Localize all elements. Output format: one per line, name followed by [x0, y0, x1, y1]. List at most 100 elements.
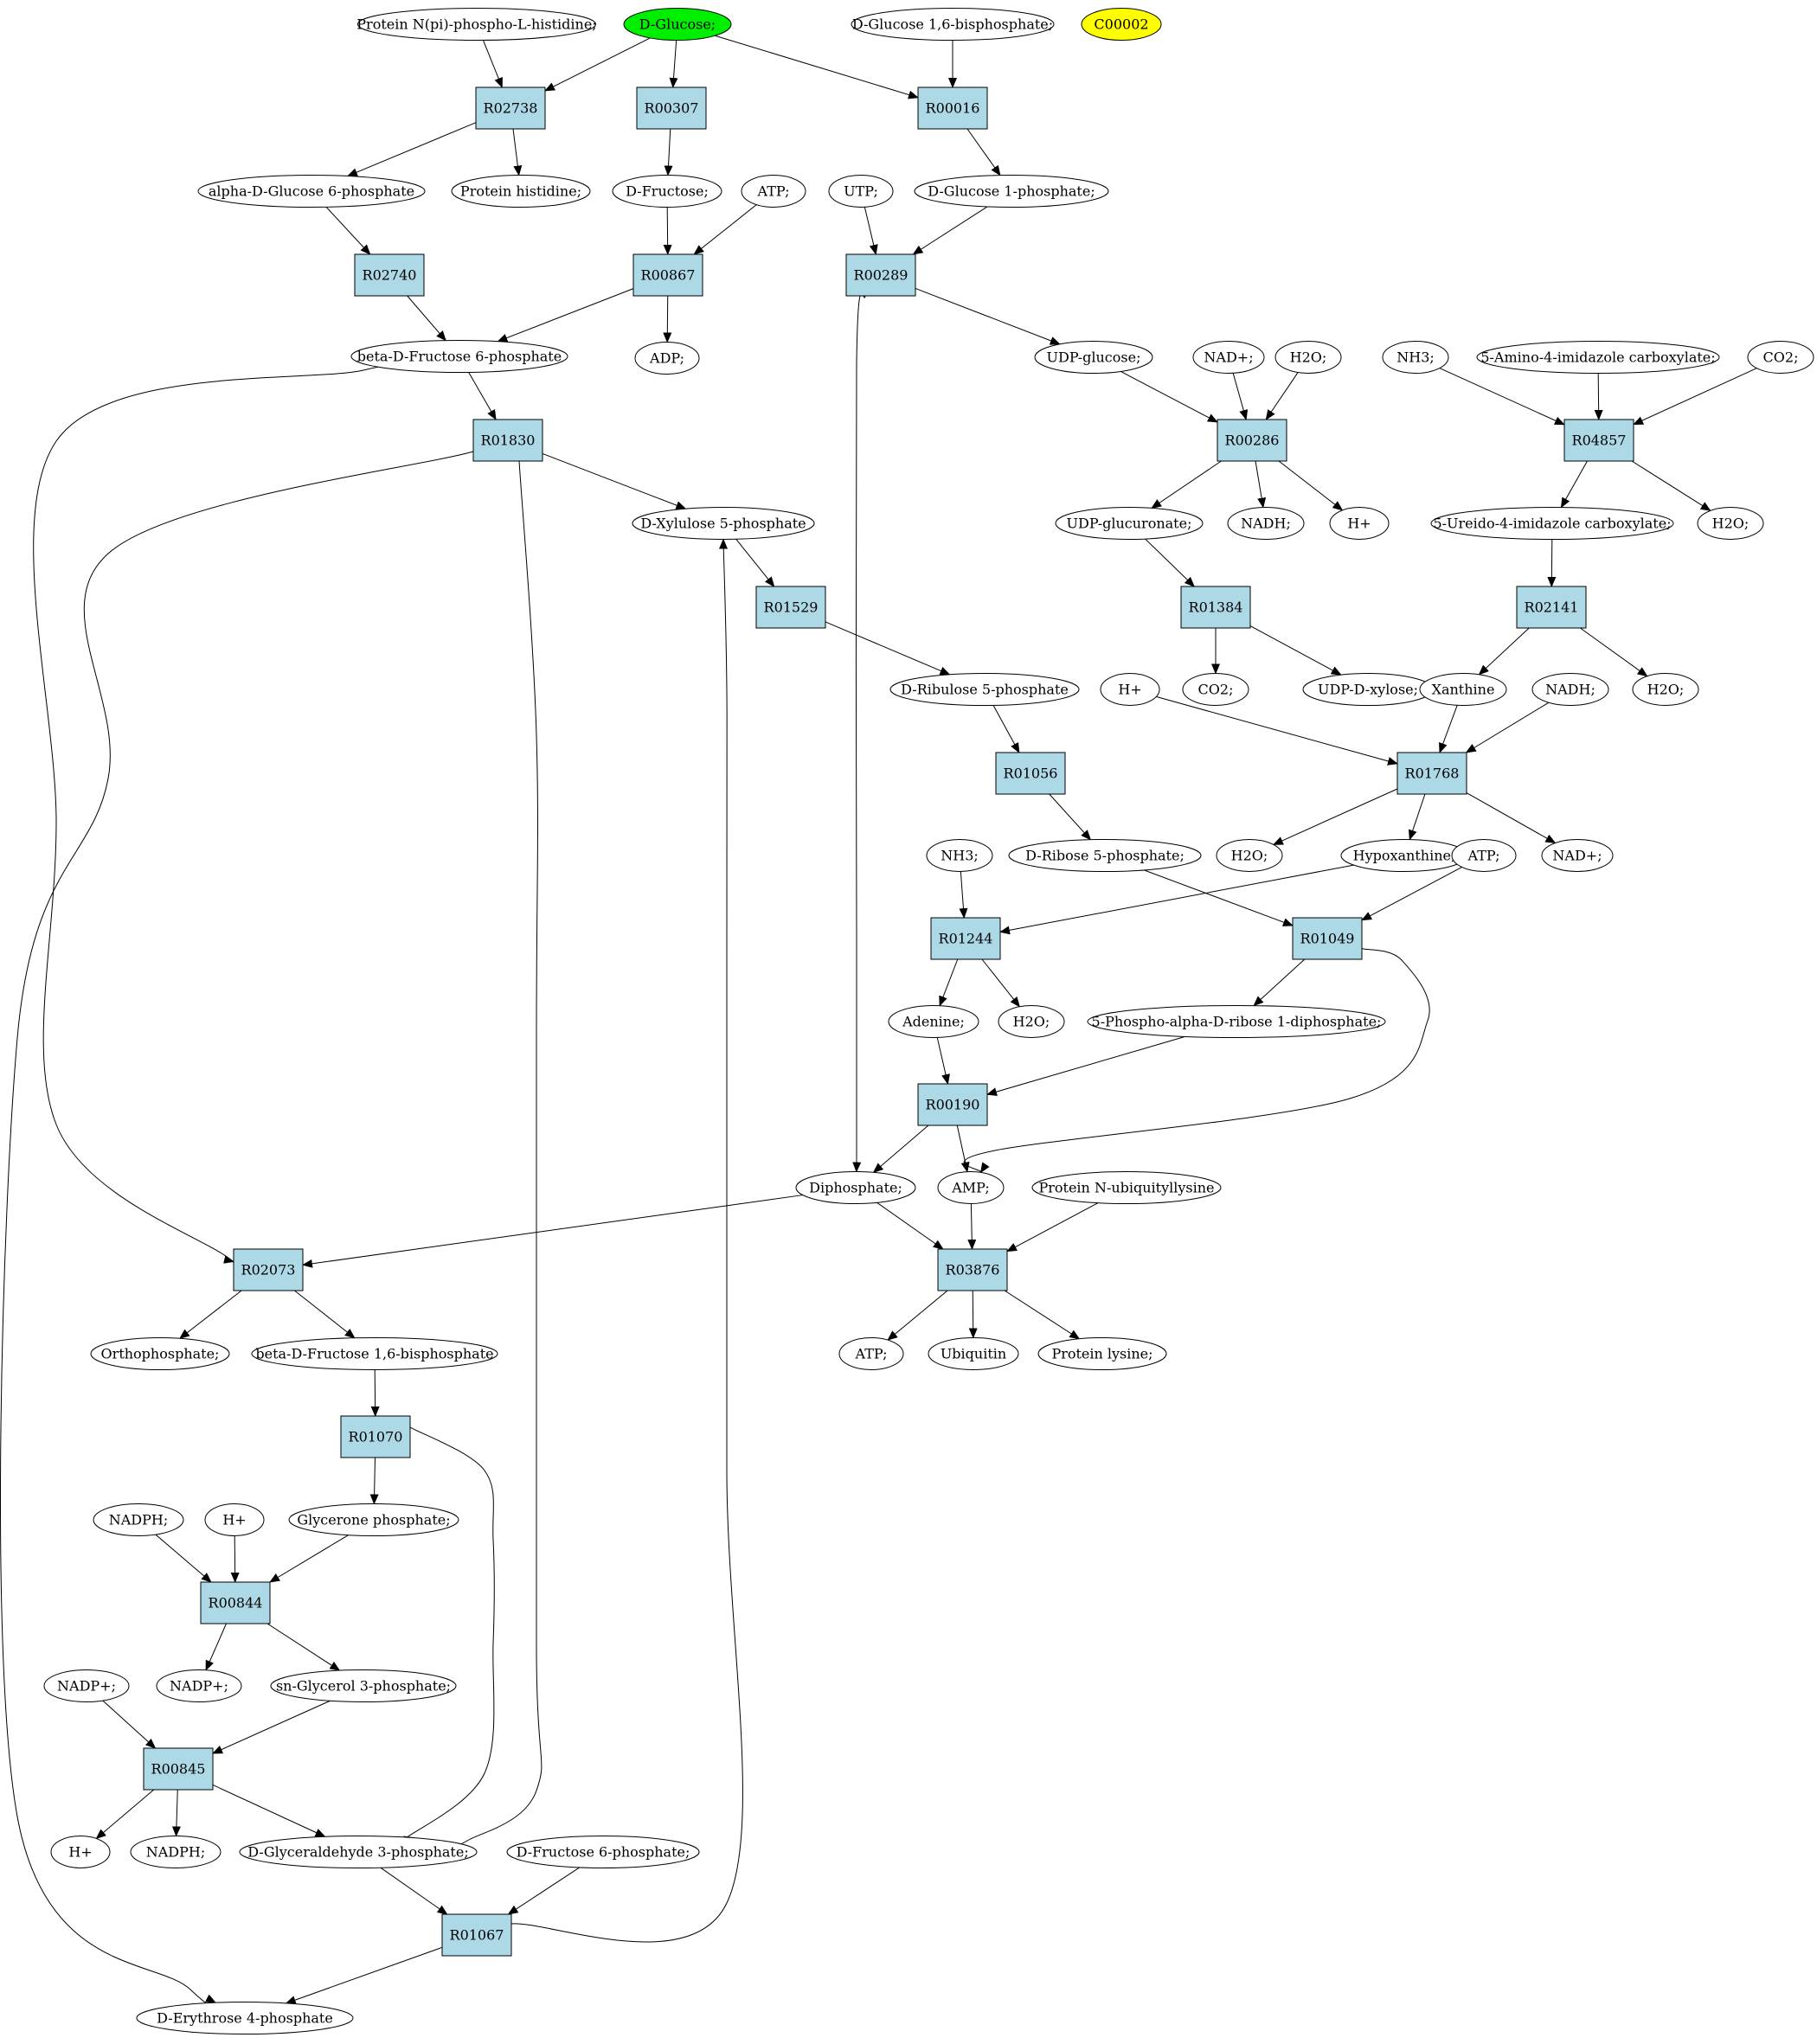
reaction-box — [937, 1248, 1008, 1291]
compound-node-c_dr5p[interactable]: D-Ribulose 5-phosphate — [889, 673, 1080, 706]
reaction-node-r_R02738[interactable]: R02738 — [475, 87, 546, 130]
node-label: R00016 — [926, 100, 980, 117]
compound-node-c_pnph[interactable]: Protein N(pi)-phospho-L-histidine; — [356, 8, 597, 41]
compound-ellipse — [156, 1669, 242, 1702]
reaction-node-r_R04857[interactable]: R04857 — [1563, 419, 1634, 462]
compound-node-c_dg1p[interactable]: D-Glucose 1-phosphate; — [914, 175, 1109, 208]
compound-node-c_co2b[interactable]: CO2; — [1182, 673, 1249, 706]
compound-node-c_prpp[interactable]: 5-Phospho-alpha-D-ribose 1-diphosphate; — [1087, 1005, 1386, 1038]
compound-node-c_h2o1[interactable]: H2O; — [1274, 341, 1342, 374]
compound-node-c_plys[interactable]: Protein lysine; — [1037, 1337, 1167, 1370]
reaction-node-r_R01830[interactable]: R01830 — [472, 419, 543, 462]
compound-node-c_e4p[interactable]: D-Erythrose 4-phosphate — [136, 2002, 354, 2034]
edge-c_dfru-to-r_R00867 — [663, 207, 672, 255]
compound-node-c_pnul[interactable]: Protein N-ubiquityllysine — [1031, 1171, 1222, 1204]
node-label: D-Glucose 1,6-bisphosphate; — [852, 16, 1053, 33]
edge-r_R01049-to-c_amp — [963, 948, 1430, 1174]
reaction-node-r_R00844[interactable]: R00844 — [200, 1581, 271, 1624]
reaction-node-r_R01070[interactable]: R01070 — [340, 1415, 411, 1458]
compound-node-c_udpg[interactable]: UDP-glucose; — [1034, 341, 1153, 374]
reaction-node-r_R01067[interactable]: R01067 — [441, 1913, 512, 1957]
compound-node-c_amp[interactable]: AMP; — [937, 1171, 1005, 1204]
compound-node-c_nadp1[interactable]: NADP+; — [156, 1669, 242, 1702]
compound-node-c_nad1[interactable]: NAD+; — [1192, 341, 1265, 374]
compound-node-c_ubq[interactable]: Ubiquitin — [928, 1337, 1019, 1370]
reaction-box — [143, 1747, 214, 1791]
compound-node-c_pi[interactable]: Orthophosphate; — [90, 1337, 230, 1370]
compound-node-c_atp3[interactable]: ATP; — [838, 1337, 904, 1370]
compound-node-c_atp2[interactable]: ATP; — [1451, 839, 1517, 872]
reaction-node-r_R00307[interactable]: R00307 — [636, 87, 707, 130]
compound-node-c_dg16[interactable]: D-Glucose 1,6-bisphosphate; — [851, 8, 1055, 41]
compound-node-c_ade[interactable]: Adenine; — [888, 1005, 979, 1038]
compound-node-c_fbp[interactable]: beta-D-Fructose 1,6-bisphosphate — [251, 1337, 498, 1370]
compound-node-c_ppi[interactable]: Diphosphate; — [795, 1171, 916, 1204]
compound-node-c_dfru[interactable]: D-Fructose; — [612, 175, 722, 208]
compound-ellipse — [1008, 839, 1202, 872]
reaction-node-r_R02141[interactable]: R02141 — [1516, 586, 1587, 629]
node-label: ATP; — [855, 1346, 888, 1362]
compound-node-c_hp4[interactable]: H+ — [50, 1836, 111, 1868]
compound-node-c_g3p[interactable]: D-Glyceraldehyde 3-phosphate; — [239, 1836, 478, 1868]
compound-node-c_aica[interactable]: 5-Amino-4-imidazole carboxylate; — [1476, 341, 1720, 374]
reaction-box — [845, 253, 916, 297]
compound-node-c_hp3[interactable]: H+ — [204, 1503, 265, 1536]
compound-node-c_nadph2[interactable]: NADPH; — [130, 1836, 222, 1868]
compound-node-c_h2o5[interactable]: H2O; — [998, 1005, 1065, 1038]
node-label: H+ — [222, 1512, 246, 1528]
node-label: D-Glucose; — [639, 16, 716, 33]
compound-node-c_ag6p[interactable]: alpha-D-Glucose 6-phosphate — [197, 175, 426, 208]
compound-node-c_utp[interactable]: UTP; — [828, 175, 894, 208]
compound-node-c_hp2[interactable]: H+ — [1100, 673, 1160, 706]
compound-node-c_xan[interactable]: Xanthine — [1419, 673, 1507, 706]
compound-node-c_phis[interactable]: Protein histidine; — [451, 175, 591, 208]
compound-node-c_adp[interactable]: ADP; — [634, 342, 700, 375]
compound-node-c_h2o4[interactable]: H2O; — [1216, 839, 1283, 872]
compound-node-c_dglc[interactable]: D-Glucose; — [623, 8, 732, 41]
reaction-node-r_R00289[interactable]: R00289 — [845, 253, 916, 297]
compound-node-c_nadph1[interactable]: NADPH; — [93, 1503, 184, 1536]
compound-node-c_glycp[interactable]: Glycerone phosphate; — [288, 1503, 459, 1536]
compound-node-c_atp1[interactable]: ATP; — [741, 175, 806, 208]
reaction-node-r_R00016[interactable]: R00016 — [917, 87, 988, 130]
reaction-node-r_R01384[interactable]: R01384 — [1180, 586, 1251, 629]
reaction-node-r_R00286[interactable]: R00286 — [1217, 419, 1287, 462]
node-label: UDP-D-xylose; — [1318, 682, 1418, 698]
node-label: R02073 — [241, 1262, 296, 1278]
node-label: ATP; — [757, 183, 790, 200]
reaction-node-r_R00867[interactable]: R00867 — [632, 253, 703, 297]
reaction-node-r_R01049[interactable]: R01049 — [1292, 917, 1363, 960]
reaction-node-r_R01056[interactable]: R01056 — [995, 752, 1066, 795]
reaction-box — [1396, 752, 1467, 795]
reaction-node-r_R01768[interactable]: R01768 — [1396, 752, 1467, 795]
reaction-node-r_R02740[interactable]: R02740 — [354, 253, 425, 297]
reaction-node-r_R03876[interactable]: R03876 — [937, 1248, 1008, 1291]
compound-node-c_drib5p[interactable]: D-Ribose 5-phosphate; — [1008, 839, 1202, 872]
compound-node-c_hypx[interactable]: Hypoxanthine; — [1340, 839, 1468, 872]
compound-node-c_dx5p[interactable]: D-Xylulose 5-phosphate — [632, 507, 815, 540]
compound-node-c_udpx[interactable]: UDP-D-xylose; — [1302, 673, 1434, 706]
compound-node-c_nh3a[interactable]: NH3; — [1382, 341, 1449, 374]
compound-node-c_uica[interactable]: 5-Ureido-4-imidazole carboxylate; — [1430, 507, 1674, 540]
compound-node-c_bf6p[interactable]: beta-D-Fructose 6-phosphate — [350, 340, 568, 373]
compound-node-c_udpgu[interactable]: UDP-glucuronate; — [1055, 507, 1204, 540]
compound-node-c_nad2[interactable]: NAD+; — [1541, 839, 1614, 872]
compound-node-c_c00002[interactable]: C00002 — [1081, 8, 1162, 41]
reaction-node-r_R00845[interactable]: R00845 — [143, 1747, 214, 1791]
edge-c_nadh2-to-r_R01768 — [1465, 702, 1550, 753]
compound-node-c_sng3p[interactable]: sn-Glycerol 3-phosphate; — [270, 1669, 457, 1702]
compound-node-c_df6p[interactable]: D-Fructose 6-phosphate; — [506, 1836, 700, 1868]
compound-node-c_h2o3[interactable]: H2O; — [1632, 673, 1699, 706]
compound-node-c_co2a[interactable]: CO2; — [1747, 341, 1814, 374]
compound-node-c_nadh2[interactable]: NADH; — [1531, 673, 1609, 706]
compound-node-c_h2o2[interactable]: H2O; — [1697, 507, 1764, 540]
node-label: NH3; — [1396, 349, 1435, 366]
compound-node-c_nadh1[interactable]: NADH; — [1227, 507, 1305, 540]
reaction-node-r_R01244[interactable]: R01244 — [930, 917, 1001, 960]
reaction-node-r_R02073[interactable]: R02073 — [233, 1248, 304, 1291]
reaction-node-r_R00190[interactable]: R00190 — [917, 1083, 988, 1126]
compound-node-c_hp1[interactable]: H+ — [1329, 507, 1390, 540]
compound-node-c_nh3b[interactable]: NH3; — [926, 839, 993, 872]
compound-node-c_nadp2[interactable]: NADP+; — [43, 1669, 130, 1702]
reaction-node-r_R01529[interactable]: R01529 — [755, 586, 826, 629]
